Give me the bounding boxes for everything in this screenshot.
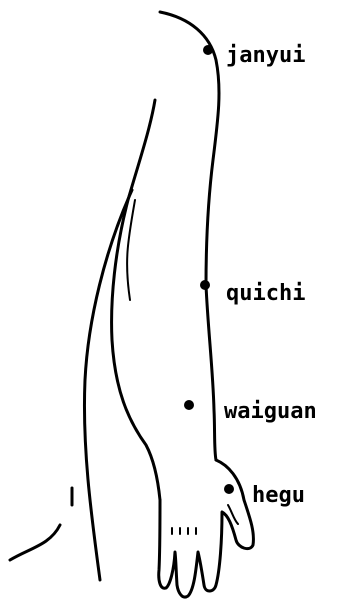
torso-contour <box>84 190 132 580</box>
janyui-label: janyui <box>226 43 305 68</box>
waiguan-label: waiguan <box>224 399 317 424</box>
quichi-point <box>200 280 210 290</box>
arm-crease-line <box>127 200 135 300</box>
janyui-point <box>203 45 213 55</box>
arm-outer-contour <box>160 12 219 460</box>
knuckle-marks <box>172 528 196 534</box>
waiguan-point <box>184 400 194 410</box>
arm-inner-contour <box>112 100 160 500</box>
quichi-label: quichi <box>226 281 305 306</box>
hegu-point <box>224 484 234 494</box>
hegu-label: hegu <box>252 483 305 508</box>
body-edge-contour <box>10 525 60 560</box>
